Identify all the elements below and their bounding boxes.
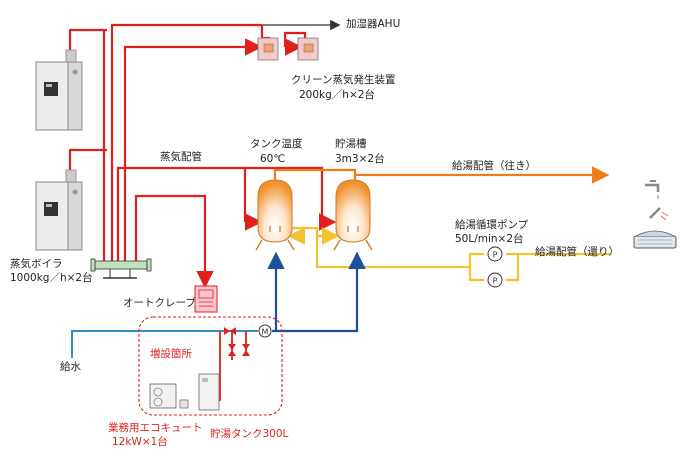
added-section-label: 増設箇所 [150,348,192,360]
steam-piping [68,19,341,289]
humidifier-ahu-label: 加湿器AHU [346,18,401,30]
ecocute-label: 業務用エコキュート [108,422,203,434]
pump-symbol: P [493,251,498,260]
storage-tank-label: 貯湯槽 [335,138,367,150]
clean-steam-generator-icon [257,37,279,61]
ecocute-capacity: 12kW×1台 [112,436,168,448]
steam-boiler-label: 蒸気ボイラ [10,258,63,270]
circulation-pump-capacity: 50L/min×2台 [455,233,524,245]
clean-steam-generator-icon [297,37,319,61]
circulation-pump-label: 給湯循環ポンプ [455,219,529,231]
storage-tank-icon [333,179,373,251]
hot-water-out-pipe [273,166,610,184]
ecocute-icon [149,383,189,409]
hot-water-return-label: 給湯配管（還り） [535,246,619,258]
storage-tank-capacity: 3m3×2台 [335,153,385,165]
small-tank-label: 貯湯タンク300L [210,428,289,440]
clean-steam-generator-label: クリーン蒸気発生装置 [291,74,396,86]
added-valves [224,327,250,356]
steam-header [90,258,152,279]
hot-water-out-label: 給湯配管（往き） [452,160,536,172]
added-section-box [138,316,283,416]
storage-tank-icon [255,179,295,251]
bath-icon [633,230,677,249]
clean-steam-generator-capacity: 200kg／h×2台 [299,89,375,101]
shower-icon [649,207,669,221]
motor-valve-icon: M [258,324,272,338]
steam-piping-label: 蒸気配管 [160,151,202,163]
tank-temperature-label: タンク温度 [250,138,303,150]
steam-boiler-capacity: 1000kg／h×2台 [10,272,93,284]
tank-temperature-value: 60℃ [260,153,286,165]
circulation-pump-icon: P [487,246,503,262]
faucet-icon [645,180,660,199]
autoclave-icon [194,285,218,313]
tank-feed-pipe [267,251,366,333]
hot-water-return-pipe [287,226,610,282]
steam-boiler-icon [35,49,83,131]
water-supply-label: 給水 [60,361,81,373]
pump-symbol: P [493,277,498,286]
autoclave-label: オートクレーブ [123,297,196,309]
motor-symbol: M [262,328,269,337]
small-storage-tank-icon [198,373,220,411]
circulation-pump-icon: P [487,272,503,288]
steam-boiler-icon [35,169,83,251]
